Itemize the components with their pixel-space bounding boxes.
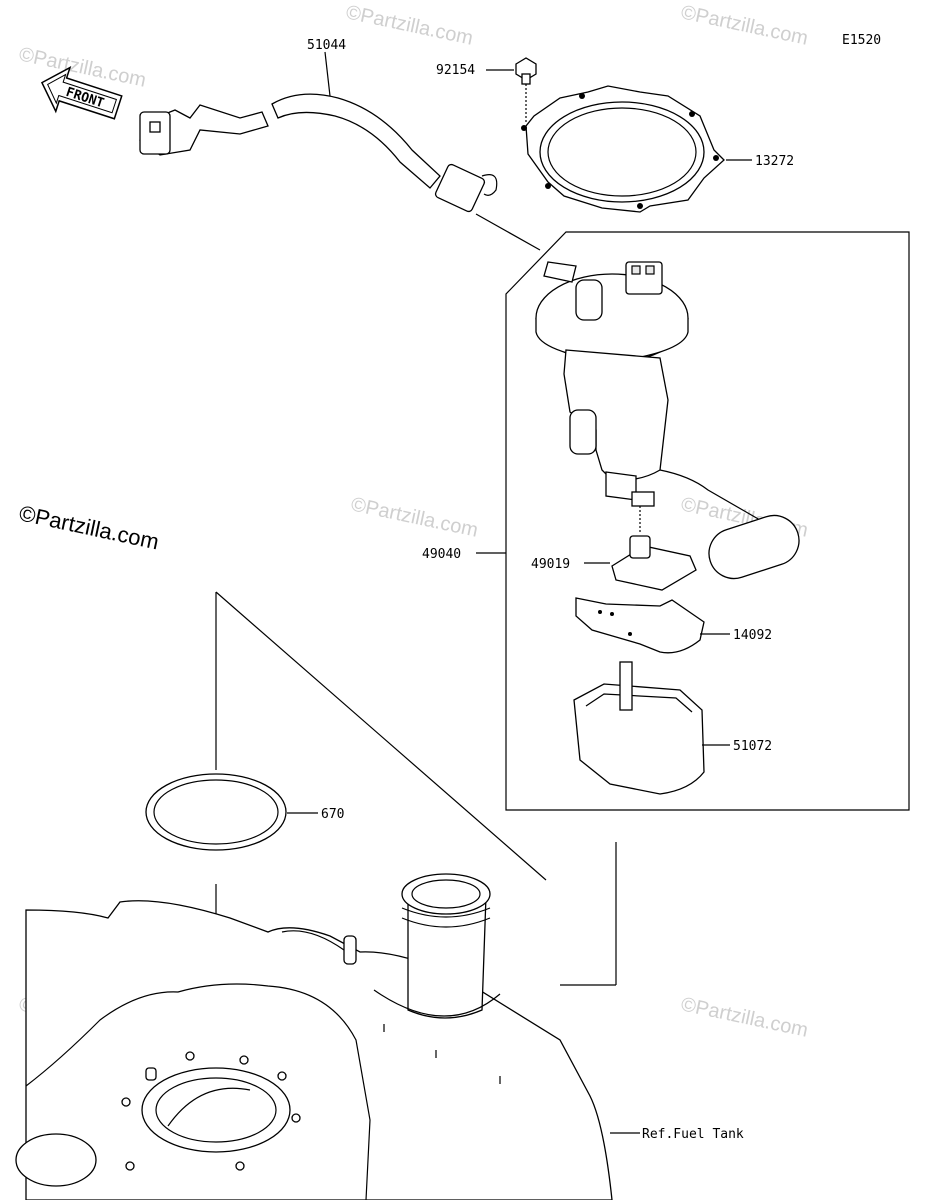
part-label-92154: 92154	[436, 63, 475, 78]
bolt	[515, 57, 537, 85]
part-label-14092: 14092	[733, 628, 772, 643]
fuel-hose	[139, 93, 498, 213]
part-label-51072: 51072	[733, 739, 772, 754]
part-label-49019: 49019	[531, 557, 570, 572]
fuel-cup	[573, 661, 705, 795]
diagram-code: E1520	[842, 33, 881, 48]
part-label-51044: 51044	[307, 38, 346, 53]
fuel-filter	[611, 535, 697, 591]
watermark: ©Partzilla.com	[344, 1, 475, 49]
part-label-fuel-tank: Ref.Fuel Tank	[642, 1127, 744, 1142]
o-ring	[145, 773, 287, 851]
fuel-tank	[15, 873, 613, 1200]
front-arrow-icon: FRONT	[40, 66, 123, 120]
fuel-pump	[535, 261, 800, 580]
watermark: ©Partzilla.com	[349, 493, 480, 541]
pump-assembly-box	[505, 231, 910, 811]
part-label-13272: 13272	[755, 154, 794, 169]
watermark: ©Partzilla.com	[679, 993, 810, 1041]
watermark: ©Partzilla.com	[679, 1, 810, 49]
gasket	[521, 85, 725, 213]
part-label-49040: 49040	[422, 547, 461, 562]
bracket	[575, 597, 705, 654]
brand-logo: ©Partzilla.com	[17, 500, 161, 554]
part-label-670: 670	[321, 807, 344, 822]
